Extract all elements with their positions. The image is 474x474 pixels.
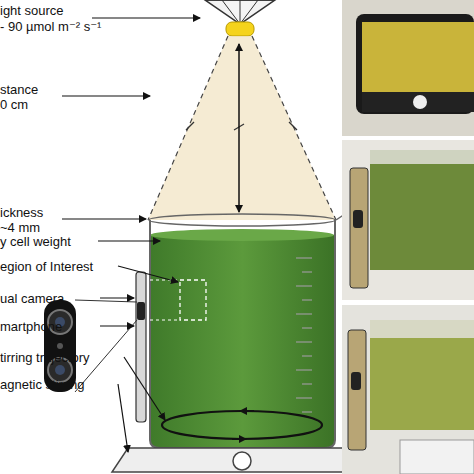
callout-label: agnetic stirring: [0, 377, 85, 392]
callout-label: ight source: [0, 3, 64, 18]
equal-tick: [289, 122, 297, 130]
callout-label: ~4 mm: [0, 220, 40, 235]
callout-label: y cell weight: [0, 234, 71, 249]
callout-label: martphone: [0, 319, 62, 334]
callout-label: tirring trajectory: [0, 350, 90, 365]
callout-label: 0 cm: [0, 97, 28, 112]
equal-tick: [186, 122, 194, 130]
zoom-line: [150, 320, 180, 321]
smartphone: [136, 272, 146, 422]
photo-panels: [342, 0, 474, 474]
callout-label: ual camera: [0, 291, 64, 306]
magnetic-stirrer: [112, 448, 372, 472]
callout-label: egion of Interest: [0, 259, 93, 274]
zoom-line: [75, 300, 137, 302]
cone-edge: [252, 36, 336, 220]
light-cone: [148, 36, 336, 220]
callout-label: stance: [0, 82, 38, 97]
callout-label: ickness: [0, 205, 43, 220]
cone-edge: [148, 36, 228, 220]
lamp: [205, 0, 275, 36]
zoom-line: [150, 280, 180, 281]
region-of-interest: [180, 280, 206, 320]
beaker: [149, 214, 345, 448]
distance-arrow: [238, 44, 240, 212]
phone-camera: [137, 302, 145, 320]
callout-label: - 90 µmol m⁻² s⁻¹: [0, 19, 101, 34]
